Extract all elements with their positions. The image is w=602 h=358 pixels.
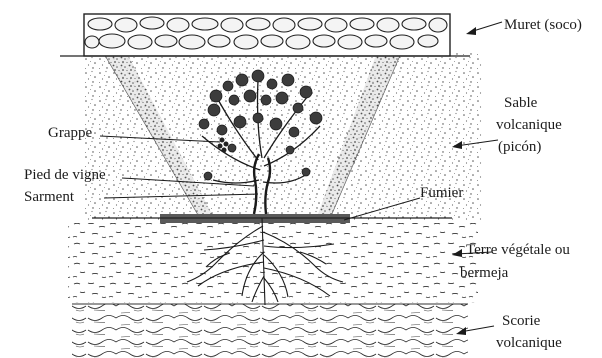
label-scorie-line2: volcanique	[496, 334, 562, 353]
label-grappe: Grappe	[48, 124, 92, 143]
label-sarment: Sarment	[24, 188, 74, 207]
scoria-layer	[72, 304, 468, 358]
label-muret: Muret (soco)	[504, 16, 582, 35]
label-scorie-line1: Scorie	[502, 312, 540, 331]
label-terre-line1: Terre végétale ou	[466, 241, 570, 260]
label-pied-de-vigne: Pied de vigne	[24, 166, 106, 185]
label-fumier: Fumier	[420, 184, 463, 203]
label-sable-line3: (picón)	[498, 138, 541, 157]
label-sable-line2: volcanique	[496, 116, 562, 135]
label-terre-line2: bermeja	[460, 264, 508, 283]
label-sable-line1: Sable	[504, 94, 537, 113]
